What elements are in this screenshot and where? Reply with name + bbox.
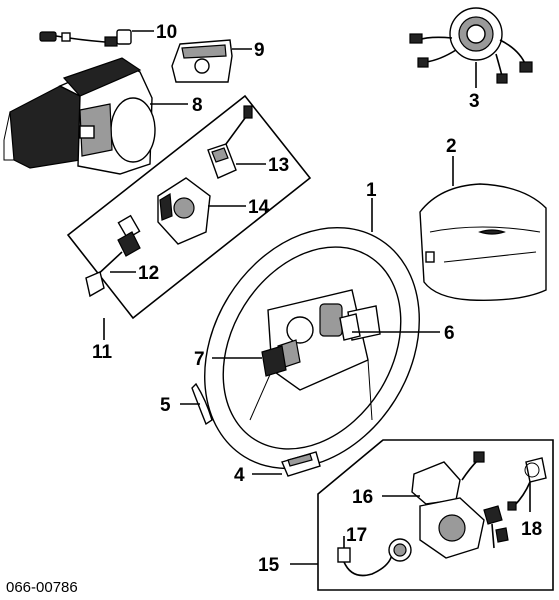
part-12-wiper-stalk	[85, 214, 141, 298]
callout-1: 1	[366, 180, 377, 201]
part-1-steering-wheel	[204, 226, 420, 470]
part-3-clock-spring	[409, 7, 533, 84]
part-2-airbag-module	[419, 183, 547, 301]
callout-labels: 1 2 3 4 5 6 7 8 9 10 11 12 13 14 15 16 1…	[92, 22, 542, 576]
callout-14: 14	[248, 197, 270, 218]
part-16-lock-housing	[411, 451, 485, 559]
diagram-code: 066-00786	[6, 579, 78, 596]
callout-4: 4	[234, 465, 245, 486]
callout-5: 5	[160, 395, 171, 416]
callout-11: 11	[92, 342, 113, 363]
part-13-switch	[207, 105, 253, 179]
part-6-wheel-switch	[339, 313, 361, 341]
part-15-bracket-box	[317, 439, 554, 591]
callout-15: 15	[258, 555, 280, 576]
callout-16: 16	[352, 487, 373, 508]
callout-10: 10	[156, 22, 177, 43]
callout-12: 12	[138, 263, 159, 284]
part-18-antenna	[507, 457, 547, 511]
callout-13: 13	[268, 155, 289, 176]
part-5-trim-strip	[191, 382, 213, 426]
callout-2: 2	[446, 136, 457, 157]
part-14-combination-switch	[157, 177, 211, 245]
callout-7: 7	[194, 349, 205, 370]
key-set	[483, 505, 509, 549]
part-4-cap	[281, 451, 321, 477]
callout-18: 18	[521, 519, 542, 540]
callout-9: 9	[254, 40, 265, 61]
leader-lines	[103, 30, 531, 565]
callout-17: 17	[346, 525, 367, 546]
part-9-column-cover-upper	[171, 39, 233, 83]
callout-6: 6	[444, 323, 455, 344]
callout-8: 8	[192, 95, 203, 116]
callout-3: 3	[469, 91, 480, 112]
part-8-column-shroud	[3, 57, 156, 175]
part-7-wheel-switch	[261, 345, 287, 377]
part-11-bracket-box	[66, 94, 312, 320]
part-10-wire-harness	[39, 29, 132, 47]
